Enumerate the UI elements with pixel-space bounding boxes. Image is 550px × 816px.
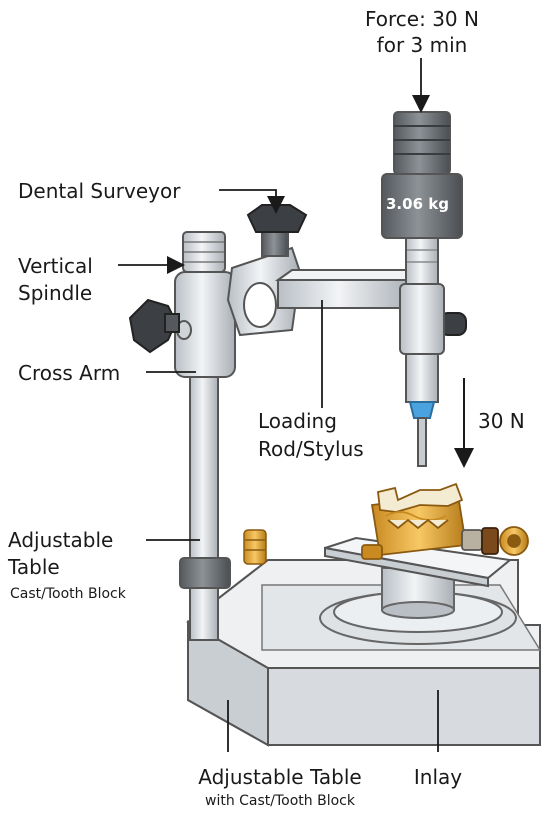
swivel-block xyxy=(226,204,308,337)
vertical-column xyxy=(174,231,236,641)
loading-rod xyxy=(381,111,463,467)
gold-nut xyxy=(243,529,267,565)
vertical-spindle-label-line1: Vertical xyxy=(18,254,93,278)
adjustable-table-label-line2: Table xyxy=(8,555,60,579)
cross-arm-label: Cross Arm xyxy=(18,361,121,385)
vertical-spindle-label-line2: Spindle xyxy=(18,281,93,305)
leader-lines xyxy=(118,58,474,752)
cast-block-label: Cast/Tooth Block xyxy=(10,586,126,602)
adjustable-table-label-line1: Adjustable xyxy=(8,528,114,552)
force-label-line1: Force: 30 N xyxy=(365,7,479,31)
inlay-label: Inlay xyxy=(413,765,463,789)
bottom-label-line1: Adjustable Table xyxy=(198,765,362,789)
base xyxy=(186,559,542,747)
bottom-label-line2: with Cast/Tooth Block xyxy=(205,793,355,809)
force-label-line2: for 3 min xyxy=(376,33,468,57)
dental-surveyor-label: Dental Surveyor xyxy=(18,179,181,203)
cross-arm xyxy=(274,269,467,336)
tooth-cast xyxy=(361,482,529,560)
loading-rod-label-line1: Loading xyxy=(258,409,337,433)
turntable xyxy=(319,567,517,645)
load-value-label: 30 N xyxy=(478,409,525,433)
side-knob xyxy=(128,298,180,354)
loading-rod-label-line2: Rod/Stylus xyxy=(258,437,364,461)
weight-label: 3.06 kg xyxy=(386,195,449,213)
